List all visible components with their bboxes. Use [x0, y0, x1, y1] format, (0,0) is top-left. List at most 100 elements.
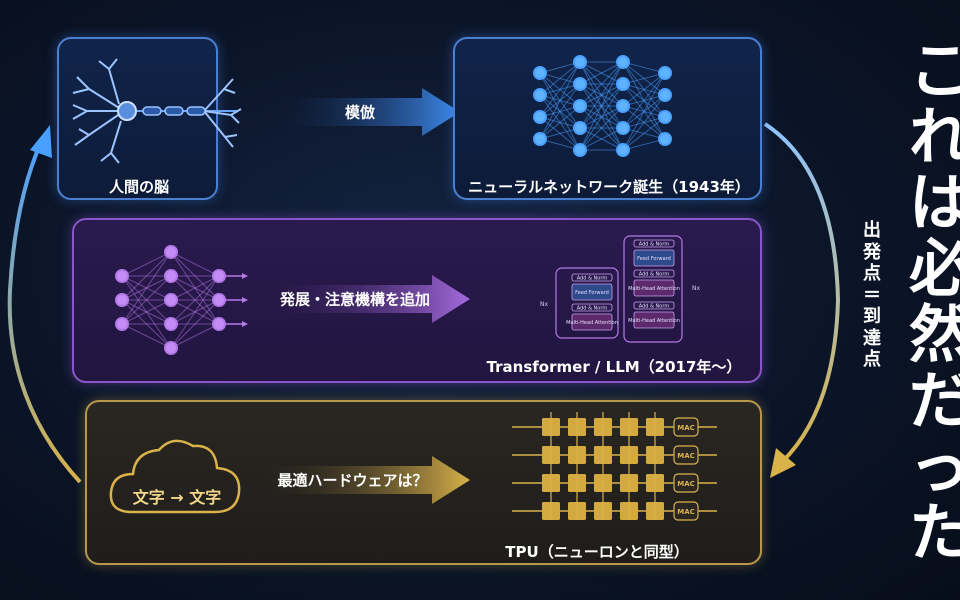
network-node: [573, 121, 587, 135]
network-node: [164, 317, 178, 331]
hardware-arrow: 最適ハードウェアは？: [265, 456, 470, 504]
network-edge: [579, 61, 624, 107]
network-node: [573, 99, 587, 113]
network-node: [115, 317, 129, 331]
cloud-icon: [109, 439, 241, 514]
right-cycle-arc: [763, 122, 841, 464]
network-edge: [579, 61, 624, 151]
subline-vertical: 出発点＝到達点: [863, 220, 881, 370]
transformer-block-label: Feed Forward: [575, 290, 609, 296]
network-edge: [579, 83, 624, 151]
transformer-label: Transformer / LLM（2017年〜）: [486, 358, 742, 376]
nx-left: Nx: [540, 301, 548, 308]
network-edge: [622, 72, 666, 129]
hardware-label: 最適ハードウェアは？: [277, 471, 428, 490]
nx-right: Nx: [692, 285, 700, 292]
network-node: [573, 55, 587, 69]
network-node: [115, 269, 129, 283]
output-arrowhead: [242, 297, 248, 303]
network-edge: [539, 61, 581, 118]
network-edge: [579, 61, 624, 85]
transformer-block: [633, 279, 675, 297]
network-node: [533, 66, 547, 80]
transformer-block-label: Add & Norm: [577, 276, 608, 282]
tpu-label: TPU（ニューロンと同型）: [505, 543, 689, 561]
network-node: [658, 110, 672, 124]
imitate-arrow: 模倣: [290, 88, 460, 136]
right-arc-arrowhead: [770, 448, 796, 478]
neural-network-diagram: [533, 55, 672, 157]
headline-vertical: これは必然だった: [908, 34, 960, 569]
transformer-block-label: Add & Norm: [639, 272, 670, 278]
transformer-block-label: Multi-Head Attention: [628, 318, 680, 324]
output-arrowhead: [242, 273, 248, 279]
transformer-block: [633, 249, 675, 267]
neural-network-label: ニューラルネットワーク誕生（1943年）: [468, 178, 750, 196]
transformer-block: [571, 303, 613, 312]
left-cycle-arc: [7, 139, 82, 484]
network-node: [573, 143, 587, 157]
mac-unit: [673, 501, 699, 521]
transformer-block-label: Feed Forward: [637, 256, 671, 262]
network-node: [658, 132, 672, 146]
network-edge: [539, 61, 581, 140]
network-node: [164, 269, 178, 283]
mac-unit: [673, 417, 699, 437]
transformer-block-label: Add & Norm: [639, 242, 670, 248]
network-node: [533, 110, 547, 124]
network-edge: [121, 251, 172, 325]
network-node: [573, 77, 587, 91]
network-node: [658, 88, 672, 102]
neural-network-panel: ニューラルネットワーク誕生（1943年）: [453, 37, 762, 200]
left-arc-arrowhead: [30, 125, 52, 158]
network-edge: [121, 323, 172, 349]
transformer-block-label: Add & Norm: [577, 306, 608, 312]
network-edge: [539, 61, 581, 96]
brain-label: 人間の脳: [108, 178, 170, 196]
network-edge: [170, 299, 220, 349]
network-node: [164, 245, 178, 259]
network-node: [616, 99, 630, 113]
transformer-block: [571, 273, 613, 282]
neuron-icon: [72, 58, 242, 164]
network-node: [533, 132, 547, 146]
transformer-block: [633, 301, 675, 310]
mac-label: MAC: [677, 424, 695, 432]
network-edge: [579, 61, 624, 129]
transformer-block-label: Multi-Head Attention: [566, 320, 618, 326]
network-node: [212, 317, 226, 331]
network-node: [164, 341, 178, 355]
network-node: [212, 269, 226, 283]
network-edge: [121, 251, 172, 277]
transformer-block: [633, 311, 675, 329]
develop-arrow: 発展・注意機構を追加: [270, 275, 470, 323]
network-node: [164, 293, 178, 307]
cloud-text: 文字 → 文字: [132, 488, 222, 507]
network-node: [212, 293, 226, 307]
network-edge: [622, 138, 666, 151]
network-edge: [121, 251, 172, 301]
imitate-label: 模倣: [344, 103, 375, 122]
deep-network-diagram: [115, 245, 248, 355]
network-edge: [121, 275, 172, 325]
network-edge: [579, 127, 624, 151]
mac-label: MAC: [677, 480, 695, 488]
mac-label: MAC: [677, 508, 695, 516]
develop-label: 発展・注意機構を追加: [279, 290, 430, 309]
network-edge: [622, 94, 666, 151]
transformer-block: [571, 313, 613, 331]
output-arrowhead: [242, 321, 248, 327]
network-edge: [622, 116, 666, 151]
network-edge: [170, 275, 220, 301]
network-edge: [170, 275, 220, 349]
transformer-block: [571, 283, 613, 301]
brain-panel: 人間の脳: [57, 37, 242, 200]
tpu-systolic-array: MAC MAC MAC MAC: [512, 412, 717, 521]
network-node: [616, 121, 630, 135]
network-edge: [170, 275, 220, 325]
mac-label: MAC: [677, 452, 695, 460]
network-node: [616, 77, 630, 91]
transformer-block: [633, 239, 675, 248]
network-node: [616, 55, 630, 69]
